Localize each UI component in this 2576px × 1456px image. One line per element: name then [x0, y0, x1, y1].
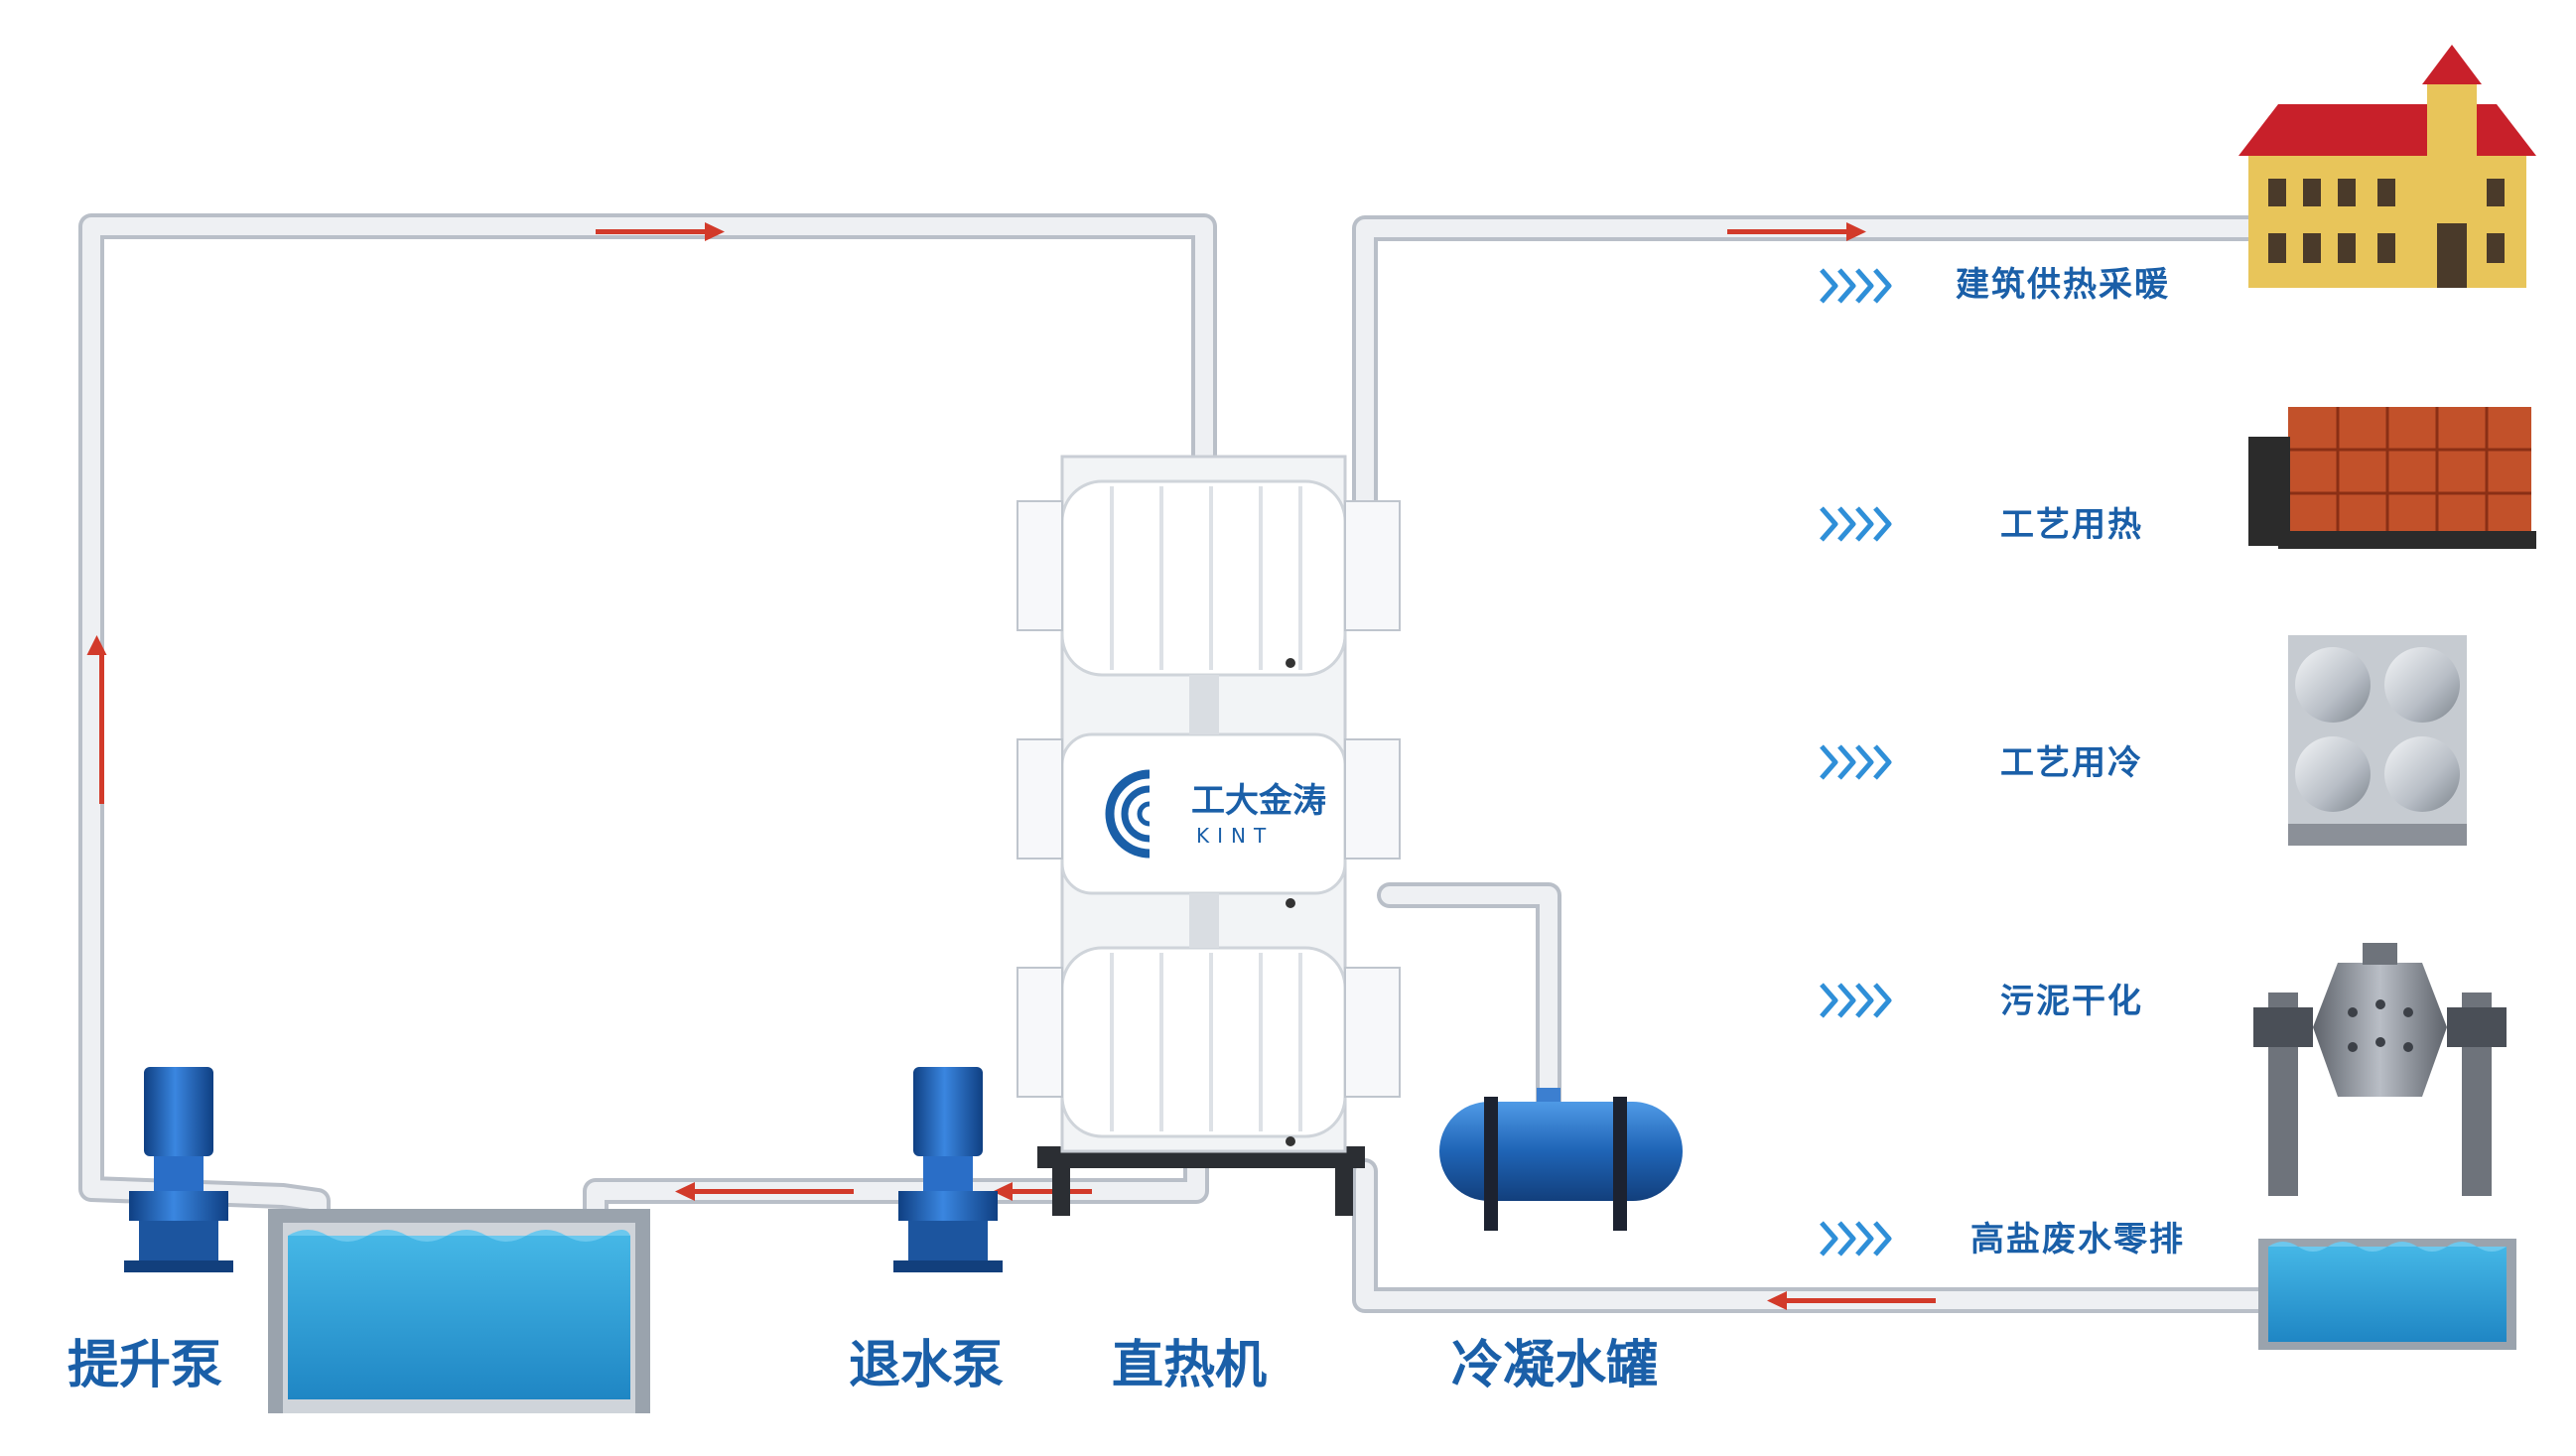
label-return-pump: 退水泵	[849, 1336, 1005, 1395]
chevron-icon	[1820, 744, 1892, 780]
building-icon	[2238, 45, 2536, 288]
chevron-icon	[1820, 983, 1892, 1018]
label-direct-heater: 直热机	[1112, 1336, 1268, 1395]
app-label-building-heating: 建筑供热采暖	[1956, 265, 2170, 305]
brand-name: 工大金涛	[1191, 781, 1326, 821]
label-condensate-tank: 冷凝水罐	[1451, 1336, 1659, 1395]
steel-water-tank-icon	[2288, 635, 2467, 846]
kint-logo-icon	[1105, 769, 1151, 859]
sludge-dryer-icon	[2253, 943, 2507, 1196]
chevron-icon	[1820, 506, 1892, 542]
app-label-sludge-drying: 污泥干化	[2000, 982, 2143, 1021]
industrial-boiler-icon	[2248, 407, 2536, 549]
app-label-process-heat: 工艺用热	[2000, 505, 2143, 545]
flow-arrow-bottom-return	[1767, 1291, 1936, 1310]
return-pump-icon	[893, 1067, 1003, 1272]
app-label-process-cooling: 工艺用冷	[2000, 743, 2143, 783]
chevron-icon	[1820, 1221, 1892, 1257]
lift-pump-icon	[124, 1067, 233, 1272]
wastewater-tank-icon	[2258, 1239, 2516, 1350]
direct-heater-unit	[1017, 455, 1401, 1216]
app-label-zero-discharge: 高盐废水零排	[1970, 1220, 2185, 1259]
flow-arrow-return-left	[675, 1182, 854, 1201]
flow-arrow-top-right	[1727, 222, 1866, 241]
chevrons	[1820, 268, 1892, 1257]
flow-arrow-left-up	[86, 635, 107, 804]
water-pool	[268, 1209, 650, 1413]
chevron-icon	[1820, 268, 1892, 304]
condensate-tank-icon	[1439, 1088, 1683, 1231]
flow-arrows	[86, 222, 1936, 1310]
brand-sub: KINT	[1196, 824, 1275, 848]
flow-arrow-top-left	[596, 222, 725, 241]
label-lift-pump: 提升泵	[68, 1336, 223, 1395]
